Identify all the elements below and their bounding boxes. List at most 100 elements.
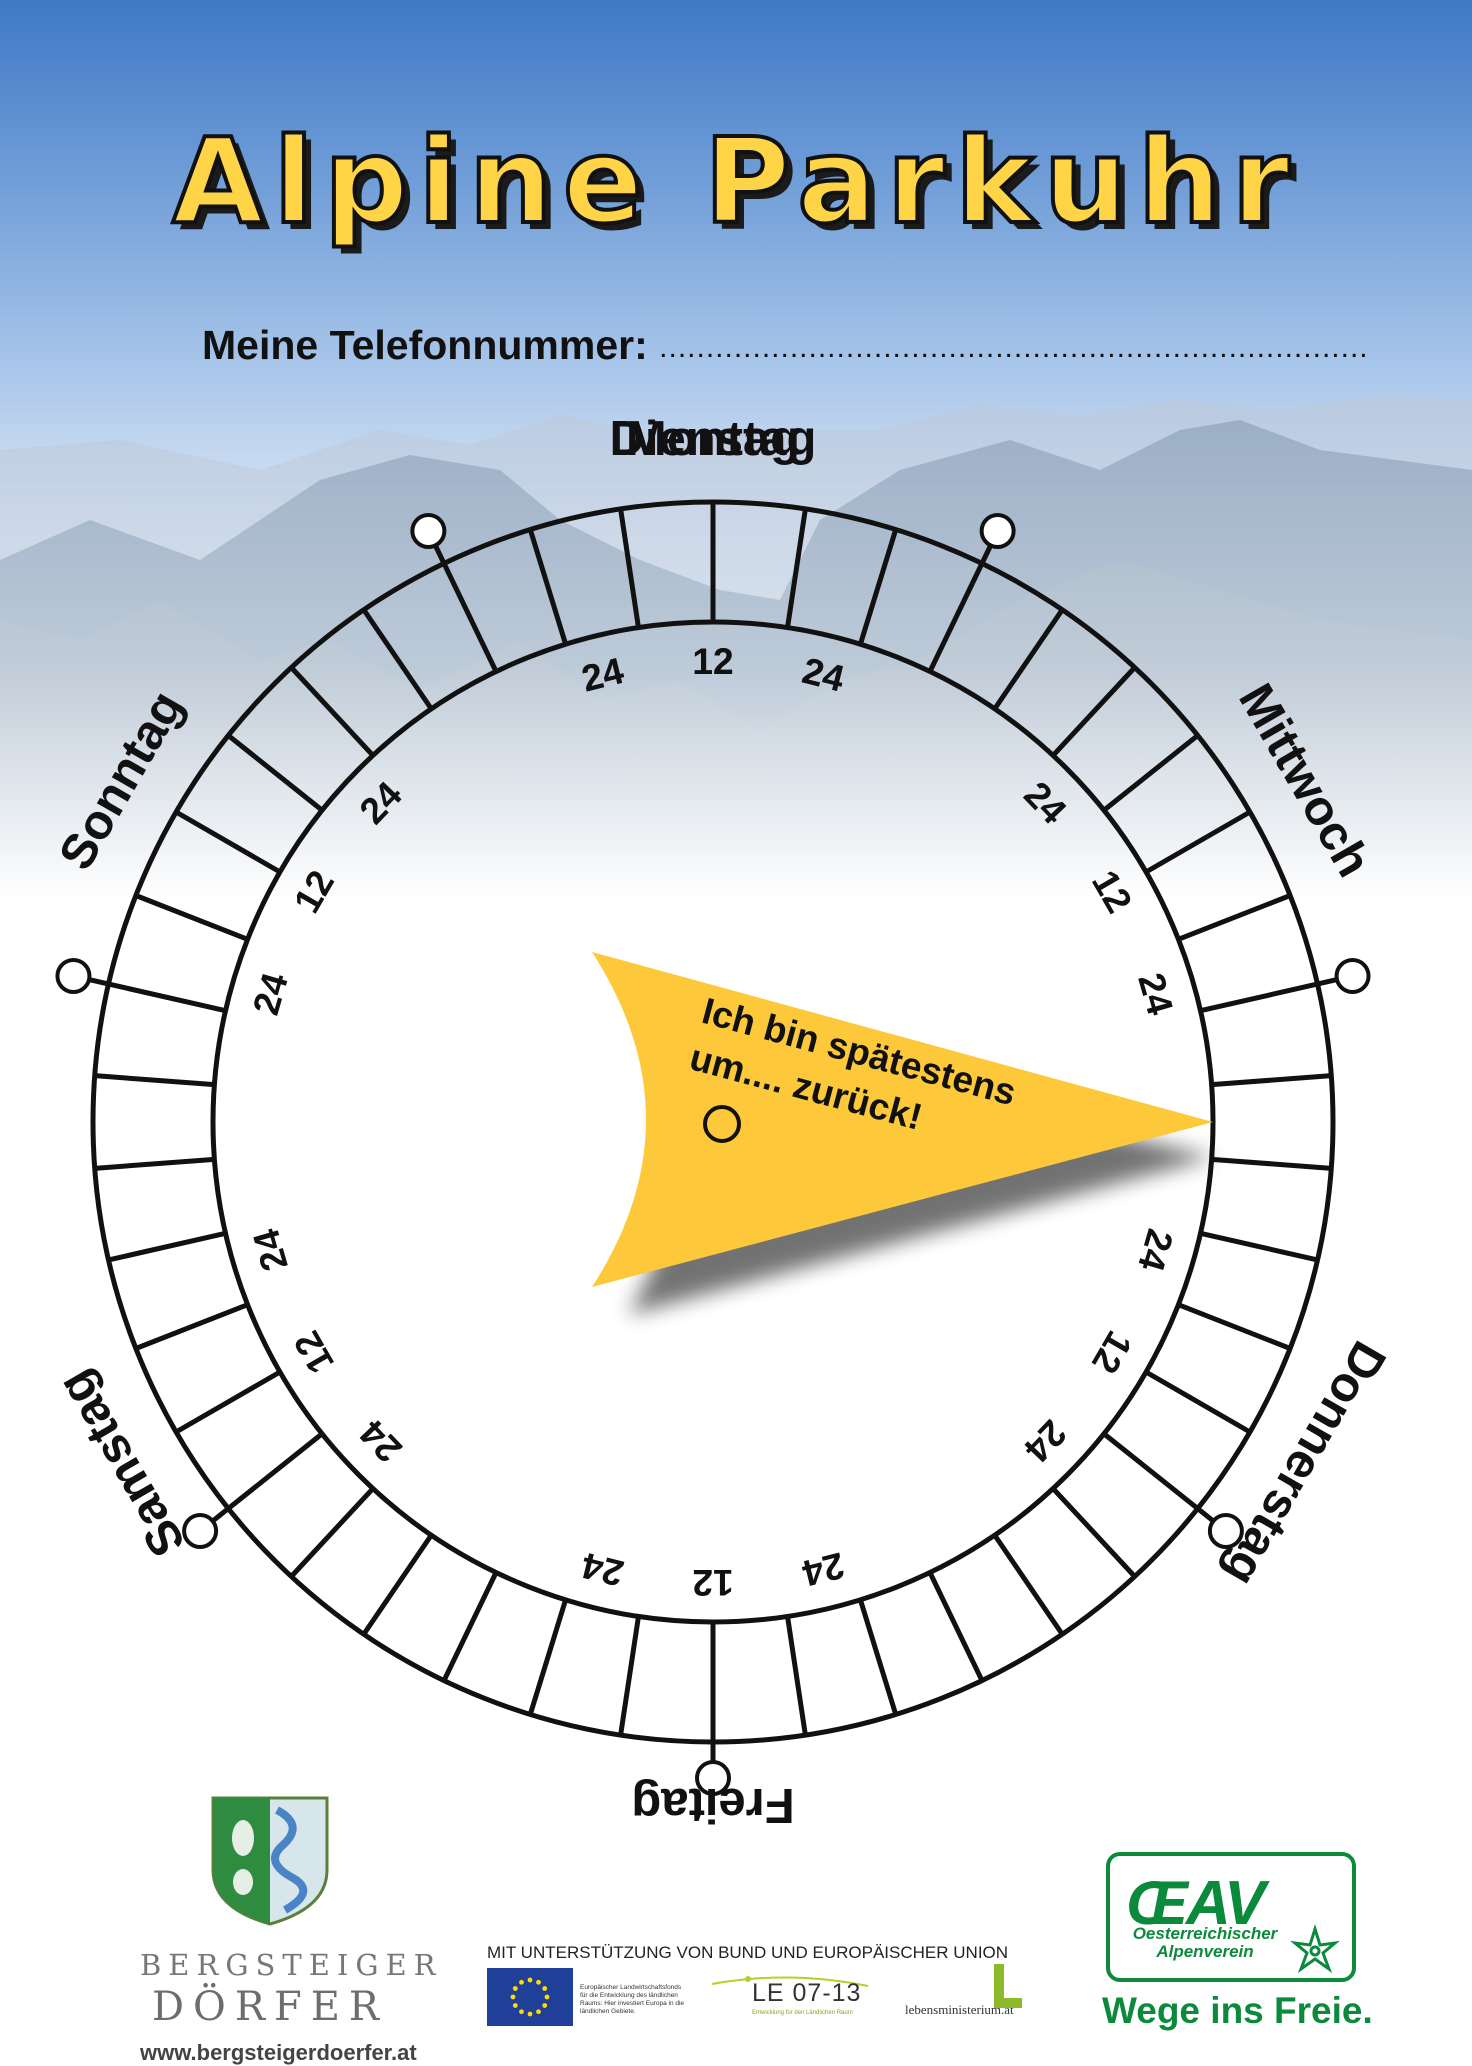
dial-spoke — [88, 977, 227, 1014]
oeav-logo: ŒAV — [1106, 1852, 1356, 1982]
hour-tick-label: 12 — [692, 641, 733, 682]
le-swoosh-icon — [711, 1976, 869, 1987]
dial-spoke — [1199, 1230, 1319, 1263]
eu-stars-icon — [510, 1977, 550, 2017]
hour-tick-label: 24 — [351, 1412, 409, 1470]
phone-label: Meine Telefonnummer: — [202, 322, 648, 368]
dial-spoke — [1144, 1369, 1252, 1435]
eu-star — [544, 1994, 550, 2000]
dial-spoke — [433, 544, 499, 673]
dial-spoke — [785, 1616, 808, 1736]
hour-tick-label: 24 — [798, 650, 848, 700]
phone-blank-line: ........................................… — [659, 331, 1369, 364]
dial-spoke — [94, 1156, 215, 1171]
dial-spoke — [289, 1486, 375, 1579]
page-title: Alpine Parkuhr — [170, 110, 1300, 252]
dial-spokes — [88, 502, 1338, 1762]
eu-star — [536, 1979, 541, 1985]
dial-spoke — [1102, 733, 1200, 813]
arrow-shape — [592, 952, 1213, 1287]
hour-tick-label: 12 — [692, 641, 733, 682]
dial-spoke — [107, 1230, 227, 1263]
dial-spoke — [289, 665, 375, 758]
dial-spoke — [1144, 809, 1252, 875]
day-boundary-pin — [410, 512, 447, 549]
dial-spoke — [857, 1599, 899, 1716]
oeav-mark-icon: ŒAV — [1126, 1869, 1340, 1974]
dial-spoke — [785, 508, 808, 628]
day-label: Montag — [626, 412, 800, 466]
dial-spoke — [174, 809, 282, 875]
eu-star — [542, 2003, 548, 2008]
dial-spoke — [211, 1431, 324, 1523]
le-program-label: LE 07-13 — [752, 1979, 862, 2007]
le-program-subtitle: Entwicklung für den Ländlichen Raum — [752, 2010, 853, 2016]
day-boundary-pin — [979, 512, 1016, 549]
shield-icon — [211, 1796, 329, 1926]
lebensministerium-icon — [994, 1964, 1022, 2008]
day-label: Freitag — [631, 1778, 794, 1832]
hour-tick-label: 24 — [1016, 1412, 1074, 1470]
day-boundary-pin — [55, 958, 92, 995]
hour-tick-label: 24 — [798, 650, 848, 700]
dial-spoke — [1199, 977, 1338, 1014]
dial-spoke — [361, 1533, 434, 1636]
dial-spoke — [226, 733, 324, 813]
day-label: Samstag — [47, 1362, 196, 1566]
day-label: Dienstag — [610, 412, 817, 466]
eu-star — [542, 1986, 548, 1991]
eu-star — [536, 2009, 541, 2015]
dial-spoke — [992, 1533, 1065, 1636]
lebensministerium-label: lebensministerium.at — [905, 2002, 1014, 2017]
arrow-pin-hole — [703, 1105, 741, 1143]
oeav-slogan: Wege ins Freie. — [1102, 1990, 1373, 2031]
dial-spoke — [927, 544, 993, 673]
brand-line2: DÖRFER — [151, 1984, 389, 2030]
eu-star — [512, 1986, 518, 1991]
dial-spoke — [174, 1369, 282, 1435]
dial-spoke — [94, 1073, 215, 1088]
hour-tick-label: 24 — [577, 1544, 627, 1594]
hour-tick-label: 24 — [245, 1224, 296, 1275]
day-boundary-pin — [1207, 1513, 1244, 1550]
dial-spoke — [134, 1302, 249, 1351]
dial-spoke — [992, 608, 1065, 711]
dial-pins — [55, 512, 1371, 1796]
day-boundary-pin — [182, 1513, 219, 1550]
dial-spoke — [1051, 1486, 1137, 1579]
day-label: Mittwoch — [1228, 675, 1381, 886]
eu-star — [512, 2003, 518, 2008]
eu-flag-icon — [487, 1968, 573, 2026]
dial-spoke — [134, 893, 249, 942]
phone-field: Meine Telefonnummer: ...................… — [202, 322, 1369, 369]
hour-tick-label: 24 — [1016, 774, 1074, 832]
day-boundary-pin — [1334, 958, 1371, 995]
dial-spoke — [1051, 665, 1137, 758]
day-label: Sonntag — [49, 682, 194, 879]
day-boundary-pin — [695, 1760, 731, 1796]
dial-spoke — [1211, 1156, 1332, 1171]
bergsteigerdoerfer-logo: BERGSTEIGER DÖRFER www.bergsteigerdoerfe… — [140, 1790, 443, 2066]
oeav-name: Oesterreichischer Alpenverein — [1132, 1924, 1278, 1961]
eu-star — [519, 2009, 524, 2015]
hour-tick-label: 24 — [1130, 1225, 1181, 1276]
hour-tick-label: 12 — [286, 1324, 342, 1380]
dial-spoke — [1177, 893, 1292, 942]
dial-spoke — [618, 1616, 641, 1736]
time-arrow[interactable]: Ich bin spätestens um.... zurück! — [592, 952, 1215, 1315]
hour-tick-label: 24 — [578, 650, 628, 700]
brand-line1: BERGSTEIGER — [140, 1948, 443, 1982]
dial-spoke — [618, 508, 641, 628]
hour-tick-label: 24 — [352, 773, 410, 831]
support-text: MIT UNTERSTÜTZUNG VON BUND UND EUROPÄISC… — [487, 1943, 1009, 1962]
brand-url[interactable]: www.bergsteigerdoerfer.at — [140, 2040, 417, 2065]
hour-tick-label: 24 — [1130, 968, 1181, 1019]
hour-tick-label: 24 — [798, 1544, 848, 1594]
dial-spoke — [441, 1571, 499, 1682]
dial-spoke — [527, 528, 569, 645]
dial-spoke — [1211, 1073, 1332, 1088]
svg-text:ŒAV: ŒAV — [1126, 1869, 1270, 1938]
hour-tick-label: 12 — [1084, 864, 1140, 920]
